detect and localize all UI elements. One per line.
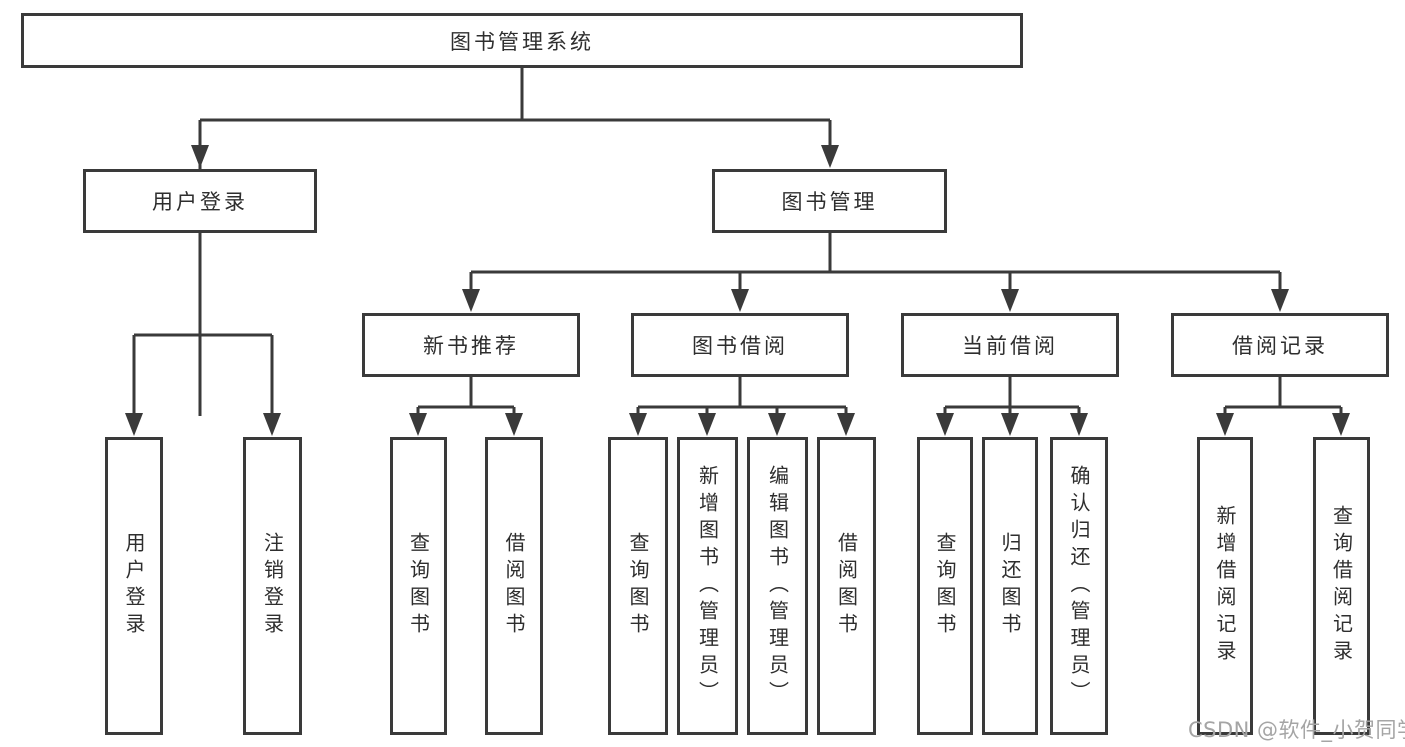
- node-leaf-logout: 注销登录: [243, 437, 302, 735]
- node-leaf-user-login: 用户登录: [105, 437, 163, 735]
- node-leaf-borrow-edit-admin: 编辑图书（管理员）: [747, 437, 808, 735]
- node-leaf-records-add: 新增借阅记录: [1197, 437, 1253, 735]
- node-borrow-records: 借阅记录: [1171, 313, 1389, 377]
- node-leaf-current-confirm-admin: 确认归还（管理员）: [1050, 437, 1108, 735]
- node-book-borrow: 图书借阅: [631, 313, 849, 377]
- node-leaf-borrow-borrow: 借阅图书: [817, 437, 876, 735]
- node-leaf-current-return: 归还图书: [982, 437, 1038, 735]
- node-current-borrow: 当前借阅: [901, 313, 1119, 377]
- node-leaf-newbook-borrow: 借阅图书: [485, 437, 543, 735]
- node-leaf-borrow-add-admin: 新增图书（管理员）: [677, 437, 738, 735]
- node-user-login: 用户登录: [83, 169, 317, 233]
- node-book-manage: 图书管理: [712, 169, 947, 233]
- node-leaf-current-query: 查询图书: [917, 437, 973, 735]
- node-leaf-records-query: 查询借阅记录: [1313, 437, 1370, 735]
- node-leaf-borrow-query: 查询图书: [608, 437, 668, 735]
- node-new-book-recommend: 新书推荐: [362, 313, 580, 377]
- csdn-watermark: CSDN @软件_小贺同学: [1188, 718, 1405, 742]
- arrowhead-icons: [125, 145, 1350, 436]
- node-leaf-newbook-query: 查询图书: [390, 437, 447, 735]
- node-root-system: 图书管理系统: [21, 13, 1023, 68]
